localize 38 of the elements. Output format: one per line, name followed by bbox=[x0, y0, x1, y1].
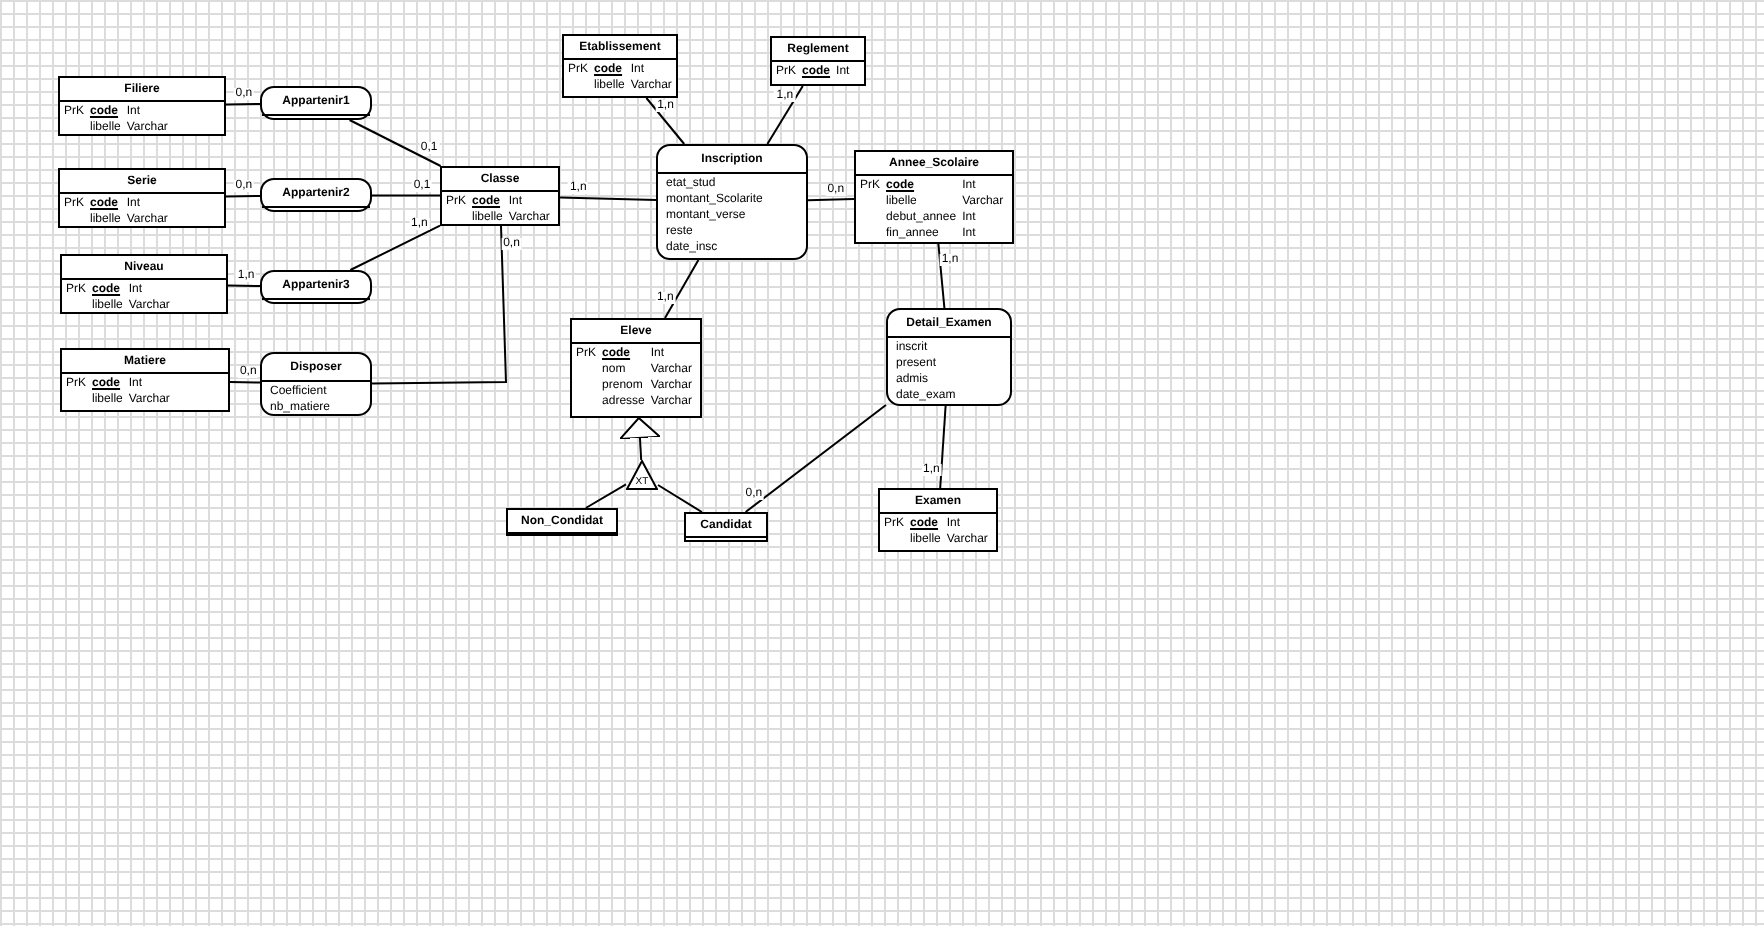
connector-line bbox=[348, 119, 442, 167]
connector-line bbox=[618, 417, 661, 461]
connector-line bbox=[939, 405, 947, 489]
connector-line bbox=[664, 259, 700, 319]
connector-line bbox=[349, 224, 441, 271]
connector-line bbox=[584, 483, 627, 509]
connector-line bbox=[807, 198, 855, 202]
connector-line bbox=[227, 284, 261, 287]
entity-box bbox=[570, 318, 702, 418]
entity-box bbox=[854, 150, 1014, 244]
association-box bbox=[260, 270, 372, 304]
entity-box bbox=[440, 166, 560, 226]
connector-line bbox=[225, 103, 261, 106]
connector-line bbox=[744, 404, 887, 513]
entity-box bbox=[684, 512, 768, 542]
entity-box bbox=[58, 76, 226, 136]
connector-line bbox=[371, 194, 441, 197]
connector-line bbox=[371, 225, 508, 385]
entity-box bbox=[770, 36, 866, 86]
association-box bbox=[886, 308, 1012, 406]
entity-box bbox=[878, 488, 998, 552]
connector-line bbox=[645, 97, 686, 145]
entity-box bbox=[60, 254, 228, 314]
connector-line bbox=[229, 381, 261, 384]
association-box bbox=[260, 352, 372, 416]
entity-box bbox=[506, 508, 618, 536]
connector-line bbox=[937, 243, 946, 309]
connector-line bbox=[766, 85, 804, 145]
entity-box bbox=[60, 348, 230, 412]
connector-line bbox=[657, 484, 703, 513]
association-box bbox=[656, 144, 808, 260]
association-box bbox=[260, 178, 372, 212]
connector-line bbox=[559, 196, 657, 201]
entity-box bbox=[562, 34, 678, 98]
association-box bbox=[260, 86, 372, 120]
inheritance-triangle bbox=[626, 460, 658, 490]
entity-box bbox=[58, 168, 226, 228]
connector-line bbox=[225, 195, 261, 198]
